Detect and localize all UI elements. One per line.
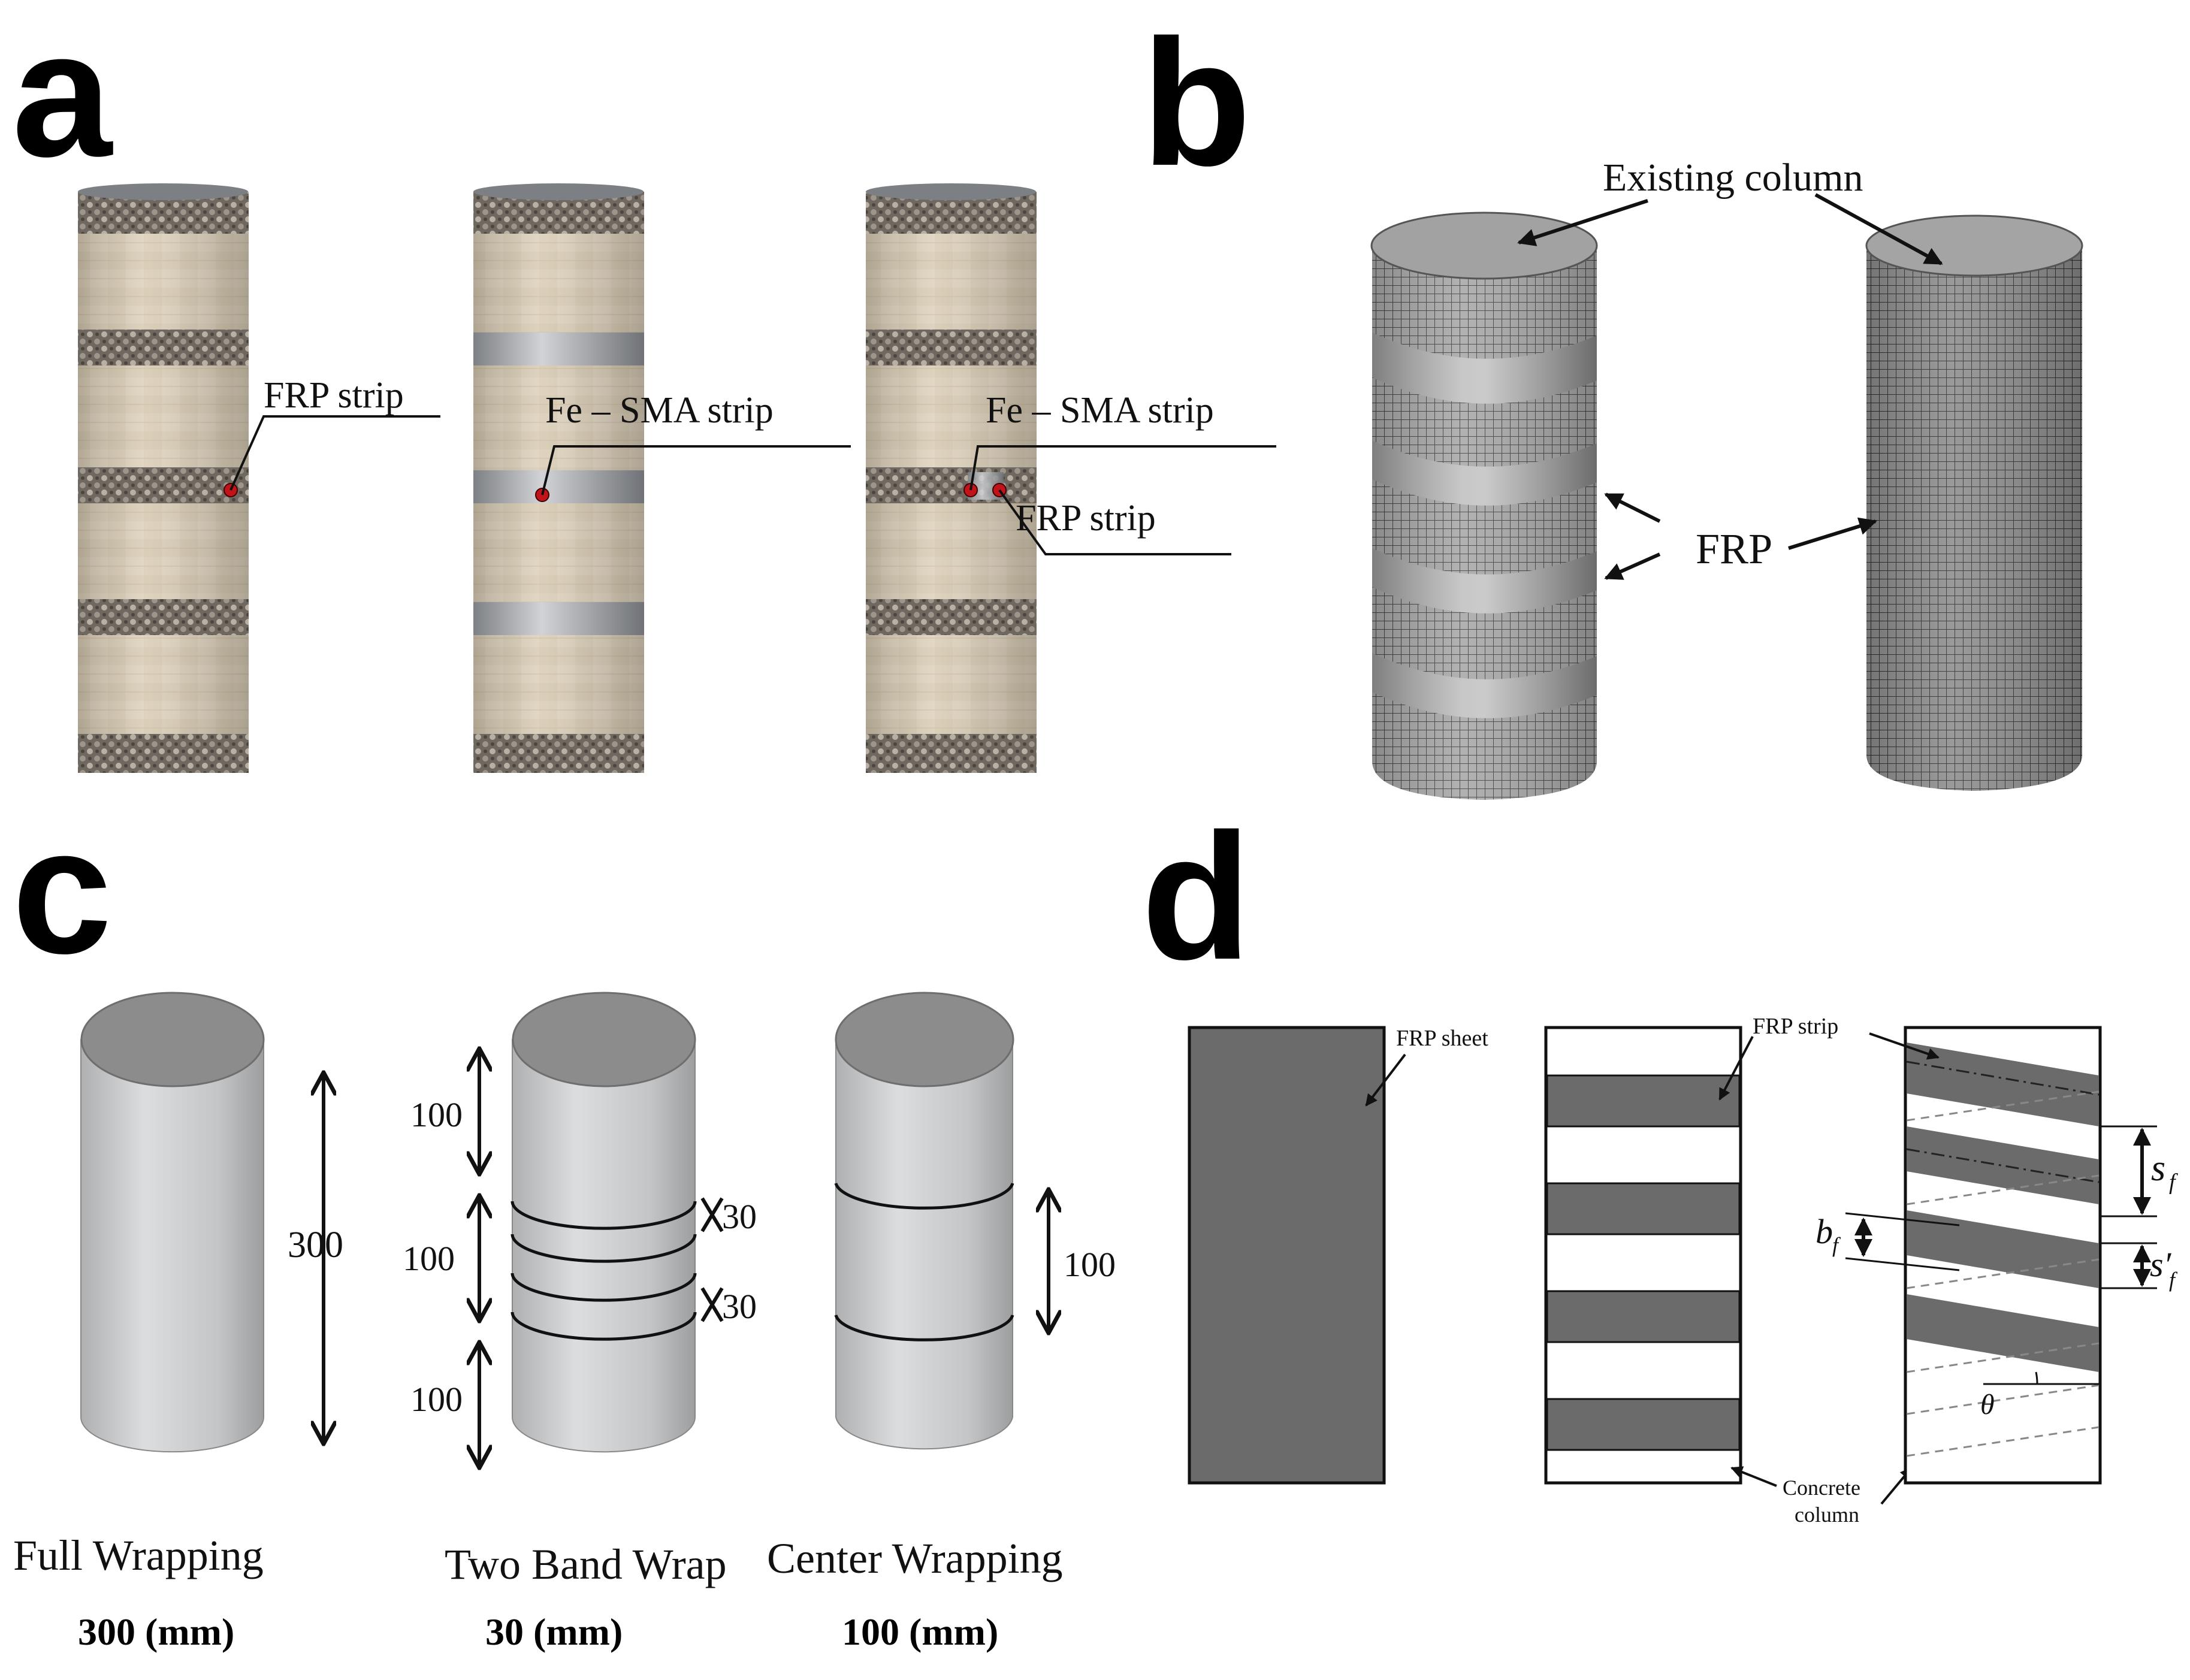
sym-bf: b — [1816, 1212, 1833, 1251]
label-frp-strip-2: FRP strip — [1016, 498, 1156, 539]
label-concrete-column-1: Concrete — [1783, 1476, 1860, 1500]
dim-band-2: 100 — [403, 1239, 455, 1278]
label-existing-column: Existing column — [1603, 156, 1863, 200]
caption-center-wrapping: Center Wrapping — [767, 1534, 1063, 1582]
panel-d: d FRP sheet FRP strip Concrete column — [1141, 796, 2178, 1527]
panel-b-letter: b — [1141, 2, 1251, 203]
dim-full: 300 — [288, 1225, 343, 1265]
sym-sf-prime-sub: f — [2169, 1268, 2178, 1292]
column-frp-strips — [78, 183, 249, 773]
dimension-bf — [1845, 1212, 1960, 1271]
dim-band-1: 100 — [410, 1095, 463, 1134]
label-frp: FRP — [1696, 525, 1772, 573]
leader-frp-strip-2 — [998, 489, 1231, 555]
arrow-frp-2 — [1604, 552, 1661, 580]
dim-arrow-gap-1 — [700, 1197, 724, 1232]
label-frp-strip: FRP strip — [264, 375, 404, 416]
label-concrete-column-2: column — [1795, 1503, 1859, 1527]
column-fesma-strips — [473, 183, 644, 773]
dimension-sf — [2100, 1125, 2157, 1217]
leader-fesma-strip-2 — [969, 445, 1276, 491]
sym-sf: s — [2151, 1148, 2165, 1189]
caption-full-wrapping: Full Wrapping — [13, 1531, 264, 1579]
arrow-frp-sheet — [1365, 1053, 1406, 1107]
arrow-frp-3 — [1788, 517, 1877, 550]
column-full-frp-mesh — [1865, 214, 2083, 791]
arrow-frp-1 — [1604, 492, 1661, 523]
arrow-existing-column-left — [1517, 199, 1648, 246]
label-fesma-strip: Fe – SMA strip — [545, 390, 774, 431]
arrow-frp-strip-d — [1718, 1036, 1754, 1101]
panel-a-letter: a — [12, 0, 113, 194]
frp-strip-column-horizontal — [1544, 1026, 1742, 1485]
frp-strip-column-inclined — [1904, 1026, 2102, 1485]
panel-b: b Existing column FRP — [1141, 2, 2083, 800]
leader-frp-strip — [229, 415, 440, 491]
dim-center: 100 — [1064, 1245, 1116, 1284]
dim-band-gap-1: 30 — [722, 1197, 757, 1236]
sym-theta: θ — [1980, 1389, 1995, 1421]
size-two-band: 30 (mm) — [485, 1610, 623, 1653]
size-center: 100 (mm) — [842, 1610, 998, 1653]
sym-sf-prime: s′ — [2150, 1245, 2172, 1284]
panel-a: a FRP strip Fe – SMA str — [12, 0, 1276, 773]
dim-band-gap-2: 30 — [722, 1287, 757, 1326]
dim-band-3: 100 — [410, 1380, 463, 1419]
caption-two-band-wrap: Two Band Wrap — [445, 1540, 727, 1588]
cylinder-two-band-wrap — [511, 992, 697, 1453]
sym-sf-sub: f — [2169, 1170, 2178, 1195]
column-frp-strips-mesh — [1370, 211, 1598, 800]
column-fesma-frp-strips — [866, 183, 1037, 773]
label-frp-strip-d: FRP strip — [1753, 1014, 1838, 1039]
arrow-frp-strip-d-inclined — [1869, 1032, 1940, 1060]
dimension-sf-prime — [2100, 1242, 2157, 1289]
frp-sheet-rect — [1188, 1026, 1386, 1485]
label-fesma-strip-2: Fe – SMA strip — [986, 390, 1214, 431]
panel-c-letter: c — [12, 790, 112, 991]
cylinder-full-wrapping — [80, 992, 265, 1453]
panel-d-letter: d — [1141, 796, 1251, 997]
arrow-concrete-column-left — [1730, 1466, 1777, 1487]
size-full: 300 (mm) — [78, 1610, 234, 1653]
leader-fesma-strip — [541, 445, 851, 495]
panel-c: c 300 100 100 100 30 30 — [12, 790, 1116, 1653]
label-frp-sheet: FRP sheet — [1396, 1026, 1488, 1051]
sym-bf-sub: f — [1832, 1233, 1841, 1257]
cylinder-center-wrapping — [834, 992, 1014, 1450]
arrow-existing-column-right — [1814, 193, 1943, 265]
dim-arrow-gap-2 — [700, 1287, 724, 1322]
